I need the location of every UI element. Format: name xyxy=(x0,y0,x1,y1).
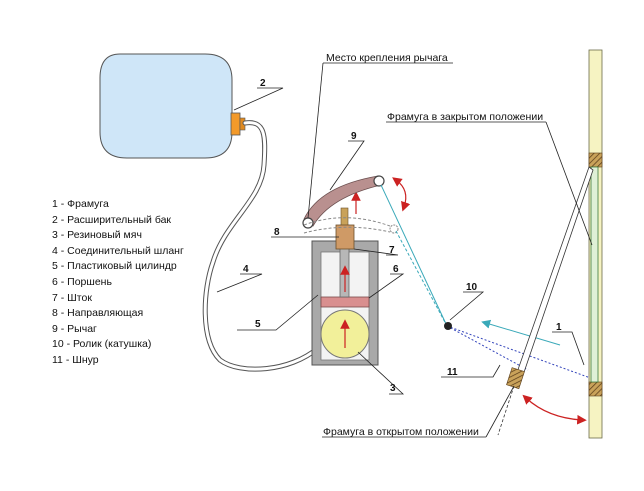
red-arrow-lever xyxy=(392,177,411,212)
label-open-position: Фрамуга в открытом положении xyxy=(323,426,479,438)
legend-item: 10 - Ролик (катушка) xyxy=(52,338,152,351)
leader-lines xyxy=(216,62,593,438)
label-lever-mount: Место крепления рычага xyxy=(326,52,448,64)
teal-arrow xyxy=(481,319,561,346)
connecting-hose xyxy=(202,120,321,372)
callout-2: 2 xyxy=(260,78,266,89)
legend-item: 2 - Расширительный бак xyxy=(52,213,172,226)
callout-1: 1 xyxy=(556,322,562,333)
callout-8: 8 xyxy=(274,227,280,238)
callout-3: 3 xyxy=(390,383,396,394)
callout-5: 5 xyxy=(255,319,261,330)
callout-6: 6 xyxy=(393,264,399,275)
label-closed-position: Фрамуга в закрытом положении xyxy=(387,111,543,123)
legend-item: 9 - Рычаг xyxy=(52,322,97,335)
callout-11: 11 xyxy=(447,367,458,378)
legend-item: 3 - Резиновый мяч xyxy=(52,229,142,242)
piston xyxy=(320,296,370,308)
legend-item: 4 - Соединительный шланг xyxy=(52,244,184,257)
legend-item: 11 - Шнур xyxy=(52,353,99,366)
legend-item: 1 - Фрамуга xyxy=(52,198,109,210)
sash-closed xyxy=(590,166,599,383)
sash-open xyxy=(513,166,594,385)
legend-item: 6 - Поршень xyxy=(52,275,112,288)
callout-10: 10 xyxy=(466,282,478,293)
red-arrow-sash xyxy=(522,394,587,425)
cord xyxy=(380,184,448,327)
tank-valve xyxy=(230,112,241,136)
expansion-tank xyxy=(99,53,233,159)
lever-roller xyxy=(373,175,385,187)
roller-spool xyxy=(444,322,452,330)
callout-4: 4 xyxy=(243,264,249,275)
legend-item: 8 - Направляющая xyxy=(52,307,144,320)
legend-item: 5 - Пластиковый цилиндр xyxy=(52,260,177,273)
callout-7: 7 xyxy=(389,245,395,256)
legend: 1 - Фрамуга 2 - Расширительный бак 3 - Р… xyxy=(52,197,184,369)
callout-9: 9 xyxy=(351,131,357,142)
legend-item: 7 - Шток xyxy=(52,291,92,304)
